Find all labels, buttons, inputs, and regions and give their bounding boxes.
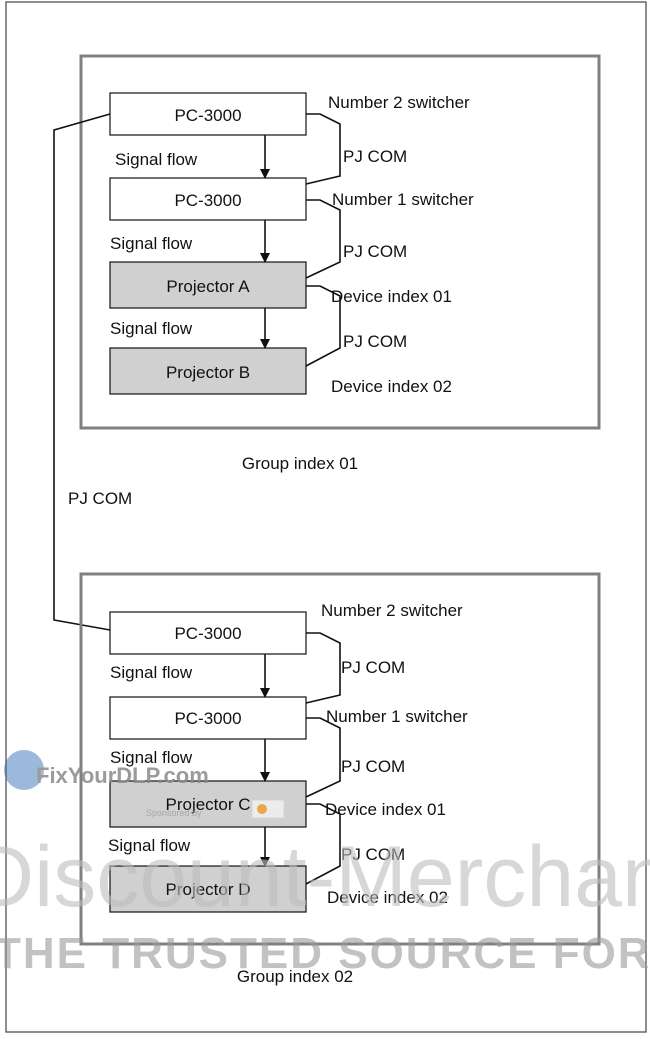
group-2-projector-d-label: Projector D — [165, 880, 250, 899]
group-2-pjcom-label-2: PJ COM — [341, 757, 405, 776]
watermark: FixYourDLP.com Sponsored by Discount-Mer… — [0, 750, 650, 978]
page-frame — [5, 1, 647, 1033]
group-2-switcher-2-box — [109, 611, 307, 655]
group-1-switcher-1-box — [109, 177, 307, 221]
group-2-pjcom-connector-2 — [305, 717, 341, 798]
group-2-number-1-switcher-label: Number 1 switcher — [326, 707, 468, 726]
group-1-border — [79, 54, 601, 430]
group-2-pjcom-label-1: PJ COM — [341, 658, 405, 677]
watermark-site-text: FixYourDLP.com — [36, 763, 209, 788]
group-2-projector-c-label: Projector C — [165, 795, 250, 814]
watermark-tagline-text: THE TRUSTED SOURCE FOR PRO — [0, 929, 650, 978]
group-2-number-2-switcher-label: Number 2 switcher — [321, 601, 463, 620]
group-1-projector-b-box — [109, 347, 307, 395]
watermark-badge — [251, 799, 285, 819]
group-2-signal-flow-label-1: Signal flow — [110, 663, 193, 682]
badge-dot-icon — [257, 804, 267, 814]
group-2-signal-flow-label-2: Signal flow — [110, 748, 193, 767]
group-link-pjcom-label: PJ COM — [68, 489, 132, 508]
group-1-pjcom-label-3: PJ COM — [343, 332, 407, 351]
group-1-projector-a-label: Projector A — [166, 277, 250, 296]
group-1-projector-b-label: Projector B — [166, 363, 250, 382]
group-2-signal-flow-label-3: Signal flow — [108, 836, 191, 855]
group-2-switcher-1-box — [109, 696, 307, 740]
fixyourdlp-logo: FixYourDLP.com Sponsored by — [4, 750, 285, 819]
group-1-switcher-1-label: PC-3000 — [174, 191, 241, 210]
group-1-pjcom-connector-2 — [305, 199, 341, 279]
globe-icon — [4, 750, 44, 790]
group-2-device-index-02-label: Device index 02 — [327, 888, 448, 907]
group-2-projector-d-box — [109, 865, 307, 913]
group-1-number-2-switcher-label: Number 2 switcher — [328, 93, 470, 112]
group-1-signal-flow-label-1: Signal flow — [115, 150, 198, 169]
group-1-switcher-2-box — [109, 92, 307, 136]
group-2-pjcom-label-3: PJ COM — [341, 845, 405, 864]
watermark-brand-text: Discount-Merchant — [0, 829, 650, 925]
group-2-caption: Group index 02 — [237, 967, 353, 986]
group-1-device-index-01-label: Device index 01 — [331, 287, 452, 306]
watermark-sponsor-text: Sponsored by — [146, 808, 202, 818]
group-1-caption: Group index 01 — [242, 454, 358, 473]
group-1-signal-flow-label-3: Signal flow — [110, 319, 193, 338]
group-2-device-index-01-label: Device index 01 — [325, 800, 446, 819]
group-1-pjcom-connector-1 — [305, 113, 341, 185]
group-1-projector-a-box — [109, 261, 307, 309]
group-1-device-index-02-label: Device index 02 — [331, 377, 452, 396]
group-2-border — [79, 572, 601, 946]
group-2-pjcom-connector-1 — [305, 632, 341, 704]
group-1-pjcom-label-2: PJ COM — [343, 242, 407, 261]
group-1-pjcom-connector-3 — [305, 285, 341, 367]
group-1-number-1-switcher-label: Number 1 switcher — [332, 190, 474, 209]
group-2-switcher-1-label: PC-3000 — [174, 709, 241, 728]
group-2-pjcom-connector-3 — [305, 803, 341, 885]
group-1-signal-flow-label-2: Signal flow — [110, 234, 193, 253]
group-1-switcher-2-label: PC-3000 — [174, 106, 241, 125]
group-2-switcher-2-label: PC-3000 — [174, 624, 241, 643]
group-1-pjcom-label-1: PJ COM — [343, 147, 407, 166]
